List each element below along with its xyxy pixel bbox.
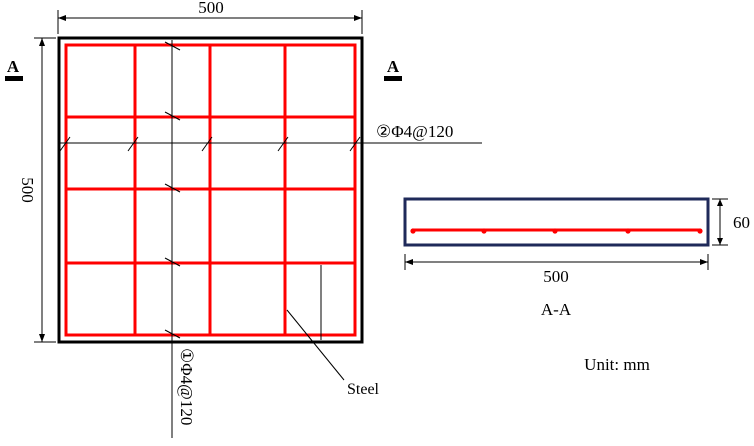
plan-height-dimension: 500	[18, 37, 56, 343]
unit-label: Unit: mm	[584, 355, 650, 374]
section-mark-left: A	[5, 57, 23, 81]
section-mark-right-label: A	[387, 57, 400, 76]
section-title: A-A	[541, 300, 572, 319]
plan-width-dimension: 500	[57, 0, 363, 34]
steel-label: Steel	[347, 381, 380, 398]
section-mark-left-label: A	[7, 57, 20, 76]
section-width-dimension: 500	[404, 254, 709, 286]
section-mark-right: A	[384, 57, 402, 81]
section-rebar-dots	[410, 228, 703, 234]
rebar-y-label: ①Φ4@120	[177, 348, 196, 425]
section-view: 60 500 A-A	[403, 197, 750, 319]
rebar-grid	[64, 43, 357, 337]
section-width-label: 500	[543, 267, 569, 286]
section-outline	[403, 197, 710, 247]
steel-leader: Steel	[286, 265, 380, 398]
rebar-callout-x: ②Φ4@120	[58, 122, 482, 152]
plan-width-label: 500	[198, 0, 224, 17]
rebar-x-label: ②Φ4@120	[376, 122, 453, 141]
section-height-dimension: 60	[712, 198, 750, 246]
plan-height-label: 500	[18, 177, 37, 203]
section-height-label: 60	[733, 213, 750, 232]
slab-outline	[57, 36, 364, 344]
rebar-callout-y: ①Φ4@120	[164, 40, 196, 438]
